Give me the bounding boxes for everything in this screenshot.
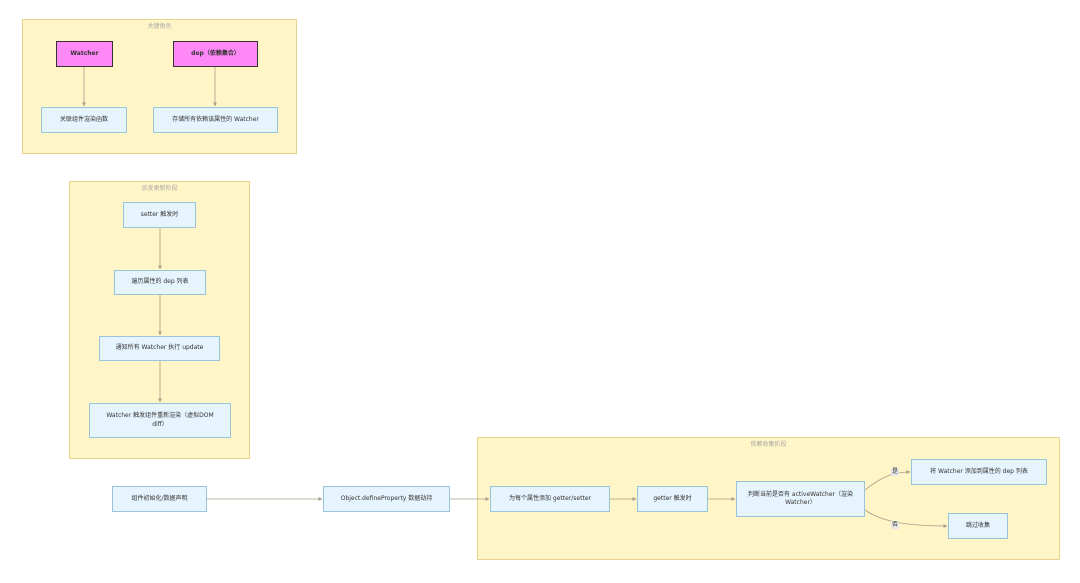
- group-title-key-roles: 关键角色: [147, 23, 172, 30]
- node-render-fn: 关联组件渲染函数: [41, 107, 127, 133]
- edge-label-no: 否: [891, 521, 900, 529]
- node-setter: setter 触发时: [123, 202, 196, 228]
- node-add-getter-setter: 为每个属性添加 getter/setter: [490, 486, 610, 512]
- edge-judge-yes: [864, 470, 911, 491]
- node-getter: getter 触发时: [637, 486, 708, 512]
- node-add-to-dep: 将 Watcher 添加到属性的 dep 列表: [911, 459, 1047, 485]
- node-judge: 判断当前是否有 activeWatcher（渲染Watcher）: [736, 481, 865, 517]
- node-define: Object.defineProperty 数据劫持: [323, 486, 450, 512]
- edge-judge-no: [864, 509, 948, 528]
- node-rerender: Watcher 触发组件重新渲染（虚拟DOM diff）: [89, 403, 231, 438]
- group-title-dispatch-update: 派发更新阶段: [141, 185, 178, 192]
- node-traverse: 遍历属性的 dep 列表: [114, 270, 206, 295]
- node-notify: 通知所有 Watcher 执行 update: [99, 336, 220, 361]
- group-title-dependency-collection: 依赖收集阶段: [750, 441, 787, 448]
- node-watcher: Watcher: [56, 41, 113, 67]
- edge-label-yes: 是: [891, 468, 900, 476]
- node-skip: 跳过收集: [948, 513, 1008, 539]
- node-init: 组件初始化/数据声明: [112, 486, 207, 512]
- node-dep-store: 存储所有依赖该属性的 Watcher: [153, 107, 278, 133]
- node-dep: dep（依赖集合）: [173, 41, 258, 67]
